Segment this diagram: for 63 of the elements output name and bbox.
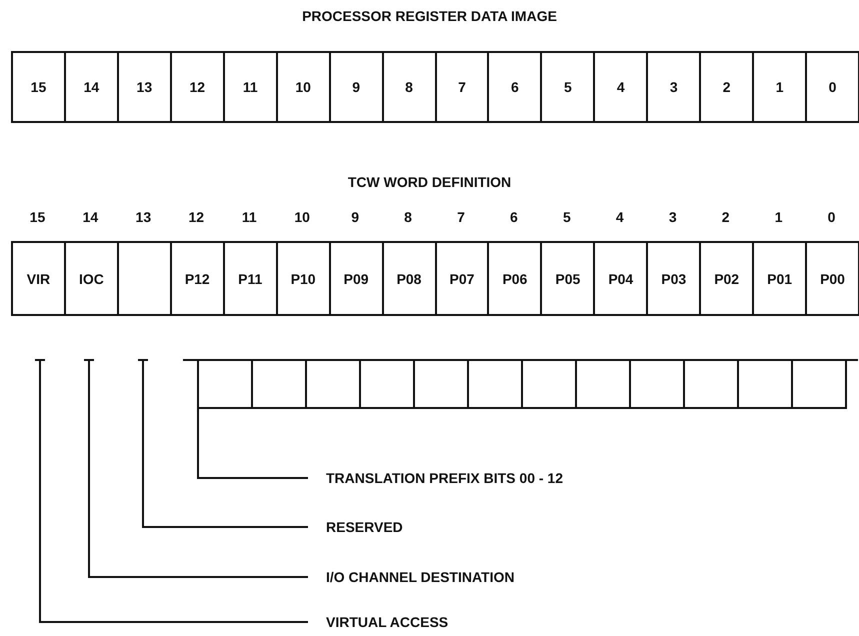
bit-number: 12 <box>187 209 206 225</box>
field-cell <box>116 241 172 316</box>
bit-number: 4 <box>614 209 625 225</box>
register-cell: 8 <box>382 51 436 123</box>
bit-number: 0 <box>826 209 836 225</box>
register-cell: 12 <box>170 51 225 123</box>
tick-mark <box>138 359 148 361</box>
bit-number: 8 <box>403 209 413 225</box>
bit-number: 2 <box>720 209 731 225</box>
section-heading: TCW WORD DEFINITION <box>346 174 512 190</box>
register-cell: 9 <box>328 51 384 123</box>
prefix-bit-box <box>197 359 253 409</box>
field-description: TRANSLATION PREFIX BITS 00 - 12 <box>326 470 563 486</box>
field-cell: P04 <box>593 241 648 316</box>
register-cell: 0 <box>805 51 859 123</box>
register-cell: 3 <box>646 51 702 123</box>
tick-mark <box>35 359 45 361</box>
register-cell: 10 <box>276 51 331 123</box>
field-cell: P02 <box>699 241 754 316</box>
bit-number: 9 <box>350 209 360 225</box>
register-cell: 6 <box>487 51 542 123</box>
field-cell: P09 <box>328 241 384 316</box>
bit-number: 7 <box>456 209 466 225</box>
field-cell: P00 <box>805 241 859 316</box>
register-cell: 5 <box>540 51 596 123</box>
field-cell: P03 <box>646 241 702 316</box>
field-cell: P12 <box>170 241 225 316</box>
bit-number: 3 <box>668 209 678 225</box>
field-cell: P10 <box>276 241 331 316</box>
bit-number: 14 <box>82 209 100 225</box>
field-cell: P11 <box>222 241 278 316</box>
bit-number: 10 <box>293 209 311 225</box>
register-cell: 13 <box>116 51 172 123</box>
tick-mark <box>84 359 94 361</box>
register-cell: 1 <box>752 51 808 123</box>
field-cell: P08 <box>382 241 436 316</box>
register-cell: 7 <box>434 51 490 123</box>
leader-line <box>39 361 308 623</box>
field-cell: P06 <box>487 241 542 316</box>
bit-number: 6 <box>509 209 519 225</box>
leader-line <box>142 361 308 528</box>
register-cell: 2 <box>699 51 754 123</box>
bit-number: 5 <box>562 209 572 225</box>
bit-number: 13 <box>134 209 152 225</box>
field-cell: IOC <box>64 241 119 316</box>
register-cell: 4 <box>593 51 648 123</box>
bit-number: 1 <box>774 209 784 225</box>
field-description: RESERVED <box>326 519 403 535</box>
register-cell: 11 <box>222 51 278 123</box>
field-cell: VIR <box>11 241 66 316</box>
field-cell: P05 <box>540 241 596 316</box>
bit-number: 11 <box>240 209 258 225</box>
diagram-title: PROCESSOR REGISTER DATA IMAGE <box>301 8 558 24</box>
field-description: I/O CHANNEL DESTINATION <box>326 569 514 585</box>
register-cell: 14 <box>64 51 119 123</box>
bit-number: 15 <box>28 209 46 225</box>
leader-line <box>197 409 308 479</box>
prefix-bit-box <box>791 359 847 409</box>
leader-line <box>88 361 308 578</box>
field-cell: P01 <box>752 241 808 316</box>
register-cell: 15 <box>11 51 66 123</box>
field-description: VIRTUAL ACCESS <box>326 614 448 630</box>
field-cell: P07 <box>434 241 490 316</box>
